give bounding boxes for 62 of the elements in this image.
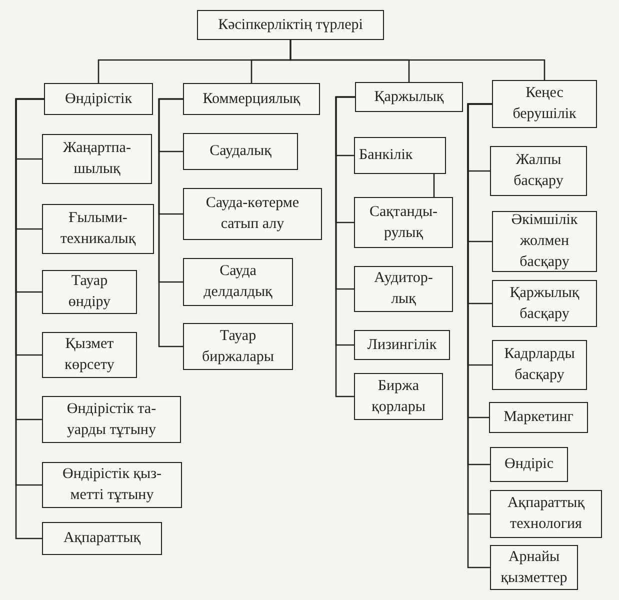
category-label: Өндірістік қыз-метті тұтыну xyxy=(61,465,163,505)
category-label: Қаржылық басқару xyxy=(508,284,580,324)
category-label: Жалпы басқару xyxy=(512,151,564,191)
category-box xyxy=(490,146,587,196)
category-label: Ақпараттық технология xyxy=(506,494,586,534)
category-label: Ақпараттық xyxy=(63,529,141,548)
category-label: Өндіріс xyxy=(504,455,554,474)
category-box xyxy=(355,82,463,112)
category-label: Сауда делдалдық xyxy=(202,262,274,302)
category-box xyxy=(42,462,182,508)
category-label: Қаржылық xyxy=(374,88,444,106)
category-box xyxy=(42,204,154,254)
category-label: Коммерциялық xyxy=(202,90,300,108)
connector-line xyxy=(290,40,546,80)
category-box xyxy=(354,137,446,174)
category-box xyxy=(183,133,298,170)
category-box xyxy=(42,332,137,378)
category-box xyxy=(492,80,597,128)
category-label: Кәсіпкерліктің түрлері xyxy=(218,16,363,34)
category-box xyxy=(354,197,453,248)
category-label: Кеңес берушілік xyxy=(512,84,578,124)
category-label: Маркетинг xyxy=(504,408,574,427)
category-box xyxy=(42,396,181,443)
category-label: Лизингілік xyxy=(367,336,437,354)
category-label: Биржа қорлары xyxy=(370,376,426,416)
category-box xyxy=(492,211,597,272)
category-label: Жаңартпа-шылық xyxy=(62,139,132,179)
category-box xyxy=(492,340,587,390)
category-box xyxy=(354,373,443,420)
connector-line xyxy=(158,98,183,348)
category-box xyxy=(183,83,320,115)
category-box xyxy=(490,447,568,482)
category-box xyxy=(42,134,152,184)
category-box xyxy=(183,258,293,306)
category-box xyxy=(197,10,384,40)
category-label: Арнайы қызметтер xyxy=(500,548,568,588)
category-label: Сауда-көтерме сатып алу xyxy=(204,194,300,234)
category-label: Тауар өндіру xyxy=(67,272,112,312)
category-label: Сақтанды-рулық xyxy=(368,202,439,242)
connector-line xyxy=(433,174,435,197)
category-label: Тауар биржалары xyxy=(200,326,276,366)
category-box xyxy=(354,330,450,360)
category-box xyxy=(183,188,322,240)
category-box xyxy=(490,545,578,590)
category-label: Банкілік xyxy=(359,146,413,165)
category-box xyxy=(490,490,602,538)
category-box xyxy=(42,522,162,555)
category-label: Кадрларды басқару xyxy=(503,345,576,385)
category-label: Аудитор-лық xyxy=(373,269,434,309)
category-label: Әкімшілік жолмен басқару xyxy=(510,211,579,272)
category-box xyxy=(492,280,597,327)
category-box xyxy=(44,83,153,115)
category-label: Ғылыми-техникалық xyxy=(59,209,137,249)
category-label: Өндірістік xyxy=(65,90,132,108)
category-label: Саудалық xyxy=(210,142,272,161)
category-label: Өндірістік та-уарды тұтыну xyxy=(66,400,158,440)
connector-line xyxy=(335,96,355,398)
category-box xyxy=(489,402,588,433)
category-box xyxy=(354,266,453,312)
category-box xyxy=(183,323,293,370)
category-box xyxy=(42,270,137,314)
category-label: Қызмет көрсету xyxy=(64,335,116,375)
